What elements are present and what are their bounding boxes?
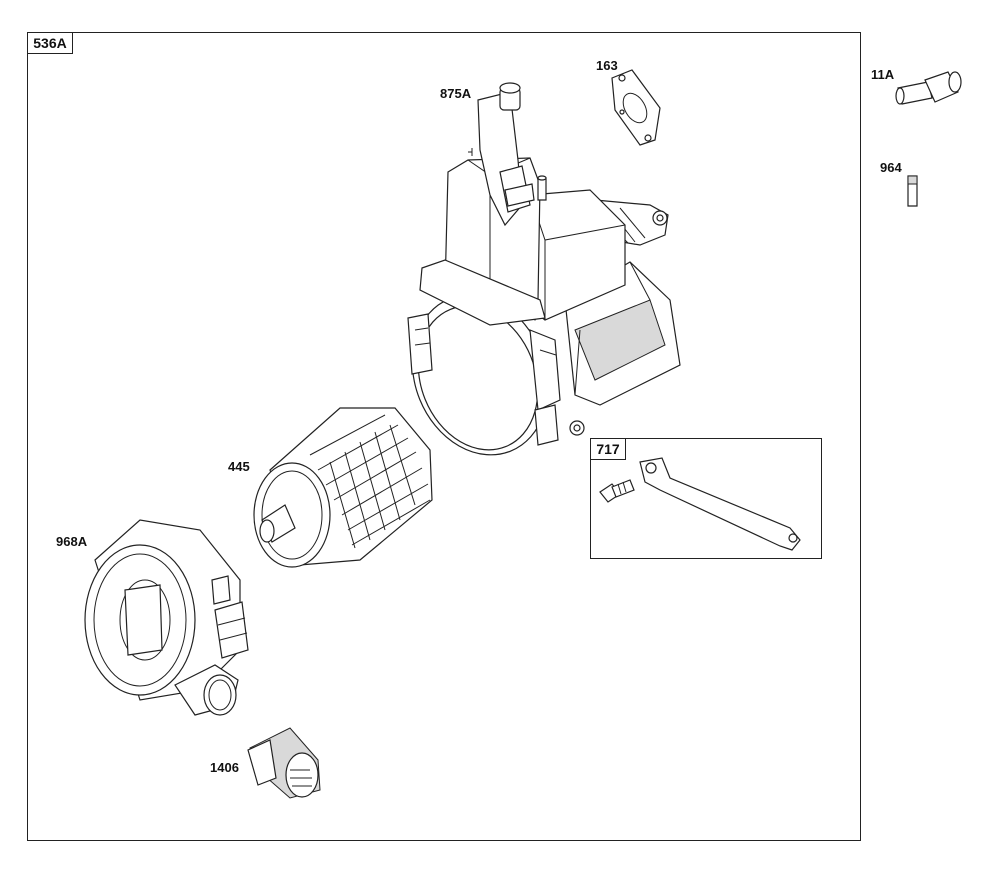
- assembly-frame: [27, 32, 861, 841]
- part-label-964: 964: [880, 160, 902, 175]
- air-cleaner-base-icon: [389, 158, 680, 475]
- part-label-163: 163: [596, 58, 618, 73]
- bolt-icon: [600, 480, 634, 502]
- part-label-11A: 11A: [871, 67, 895, 82]
- part-label-1406: 1406: [210, 760, 239, 775]
- air-filter-cartridge-icon: [254, 408, 432, 567]
- kit-frame: [590, 438, 822, 559]
- air-cleaner-cover-icon: [85, 520, 248, 715]
- kit-ref-tag: 717: [590, 438, 626, 460]
- breather-tube-icon: [468, 83, 534, 225]
- gasket-icon: [612, 70, 660, 145]
- part-label-968A: 968A: [56, 534, 88, 549]
- part-label-875A: 875A: [440, 86, 472, 101]
- bracket-strap-icon: [640, 458, 800, 550]
- part-label-445: 445: [228, 459, 250, 474]
- assembly-ref-tag: 536A: [27, 32, 73, 54]
- intake-duct-icon: [248, 728, 320, 798]
- sleeve-icon: [908, 176, 917, 206]
- elbow-fitting-icon: [896, 72, 961, 104]
